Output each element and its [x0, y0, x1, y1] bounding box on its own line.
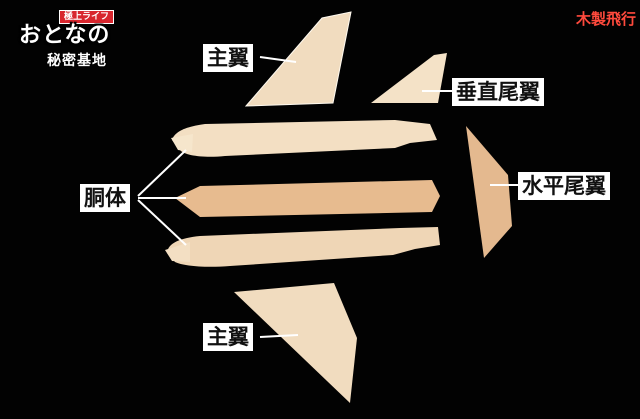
leader-line-fuselage-3 [137, 199, 187, 246]
label-vertical-tail: 垂直尾翼 [452, 78, 544, 106]
logo-main-title: おとなの [19, 23, 111, 48]
main-wing-top-part [244, 11, 352, 107]
logo-sub-title: 秘密基地 [47, 53, 107, 69]
label-fuselage: 胴体 [80, 184, 130, 212]
leader-line-main-wing-top [259, 56, 297, 63]
program-logo: 極上ライフ おとなの 秘密基地 [17, 10, 127, 78]
logo-top-badge: 極上ライフ [59, 10, 115, 24]
fuselage-part-1-tip [171, 134, 193, 152]
fuselage-part-2 [175, 180, 440, 217]
vertical-tail-part [371, 53, 447, 103]
horizontal-tail-part [466, 126, 512, 258]
leader-line-fuselage-1 [137, 149, 187, 197]
label-main-wing-top: 主翼 [203, 44, 253, 72]
main-wing-bottom-part [234, 283, 357, 403]
fuselage-part-1 [172, 120, 437, 157]
label-main-wing-bottom: 主翼 [203, 323, 253, 351]
leader-line-main-wing-bottom [259, 334, 299, 338]
label-horizontal-tail: 水平尾翼 [518, 172, 610, 200]
corner-title: 木製飛行 [575, 10, 636, 28]
fuselage-part-3-tip [165, 242, 190, 262]
fuselage-part-3 [167, 227, 440, 267]
